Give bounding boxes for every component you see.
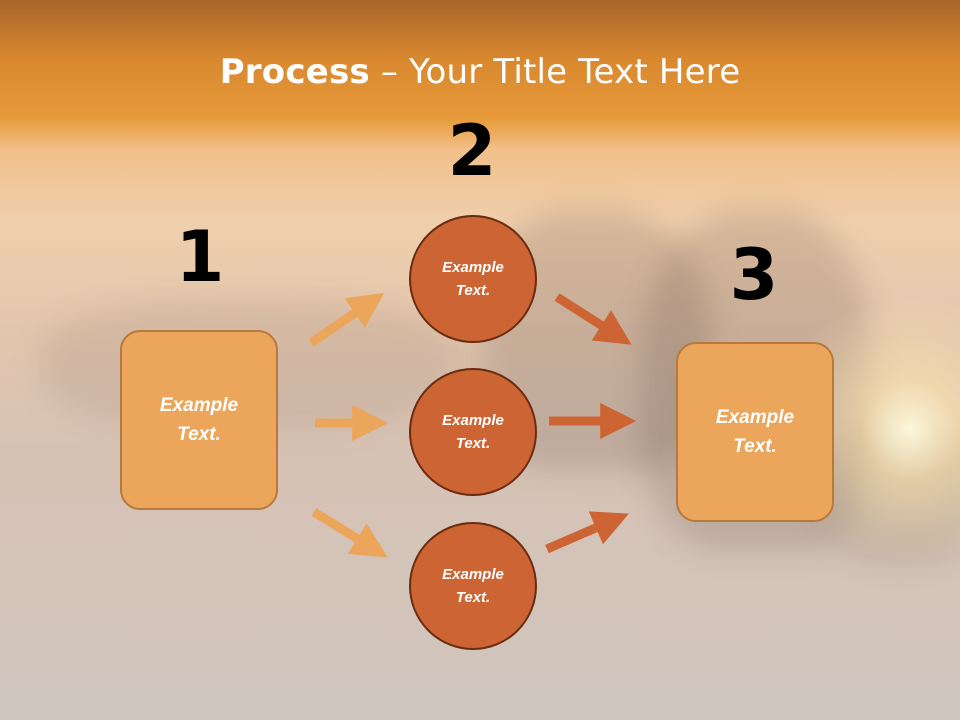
- circle-top-line1: Example: [442, 259, 504, 276]
- circle-bottom-line2: Text.: [455, 589, 491, 606]
- step1-text-line1: Example: [159, 395, 239, 416]
- step-number-2: 2: [447, 110, 497, 192]
- circle-middle-line1: Example: [442, 412, 504, 429]
- circle-bottom-line1: Example: [442, 566, 504, 583]
- step-number-1: 1: [175, 216, 225, 298]
- circle-top-line2: Text.: [455, 282, 491, 299]
- step3-text-line1: Example: [715, 407, 795, 428]
- step3-text-line2: Text.: [733, 436, 777, 457]
- title-rest: – Your Title Text Here: [369, 52, 741, 92]
- title-bold: Process: [219, 52, 370, 92]
- circle-middle-line2: Text.: [455, 435, 491, 452]
- step-number-3: 3: [729, 234, 779, 316]
- arrow-circle3-to-box3: [545, 511, 629, 554]
- arrow-box1-to-circle3: [311, 508, 388, 558]
- arrow-circle1-to-box3: [554, 293, 632, 345]
- arrow-box1-to-circle1: [308, 292, 385, 347]
- slide-title: Process – Your Title Text Here: [0, 52, 960, 92]
- step1-text-line2: Text.: [177, 424, 221, 445]
